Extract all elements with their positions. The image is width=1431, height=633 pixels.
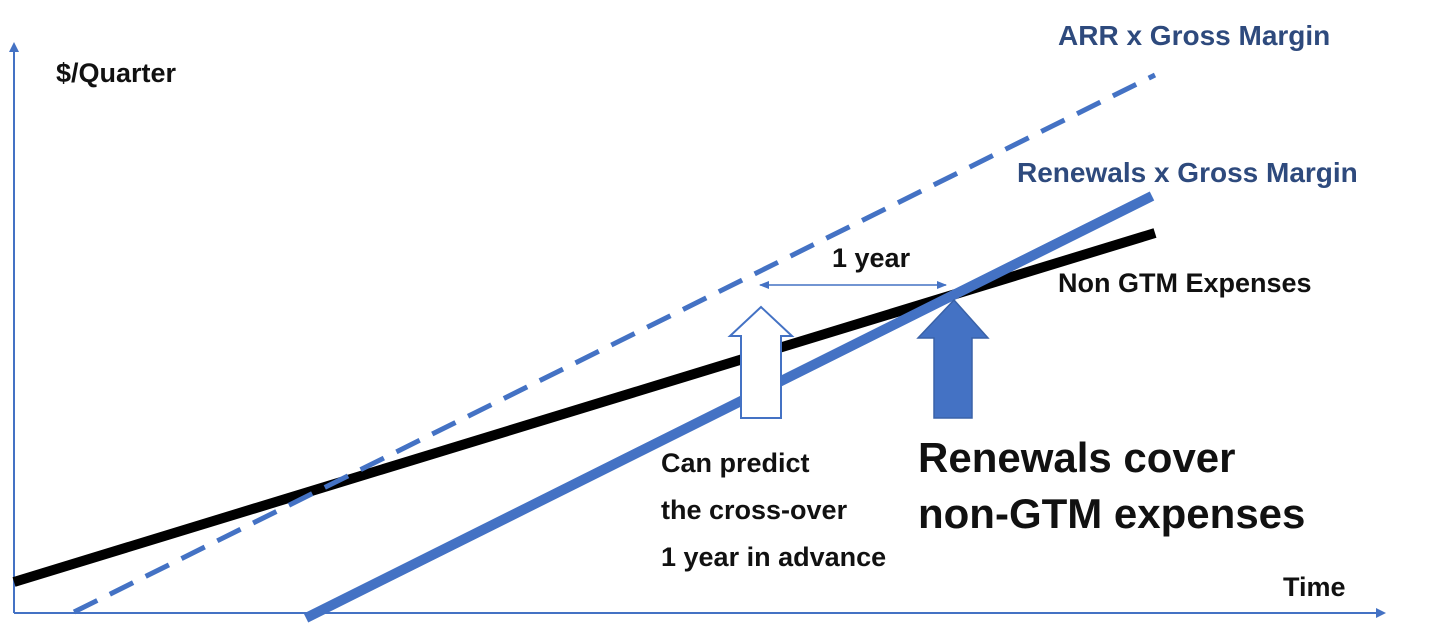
renewals-gross-margin-line (303, 191, 1155, 623)
arr-gross-margin-line (72, 72, 1157, 615)
predict-annotation: Can predict the cross-over 1 year in adv… (661, 440, 886, 581)
predict-up-arrow (727, 305, 795, 419)
cover-line-2: non-GTM expenses (918, 490, 1306, 537)
non-gtm-expenses-label: Non GTM Expenses (1058, 268, 1312, 298)
predict-line-3: 1 year in advance (661, 542, 887, 572)
predict-line-1: Can predict (661, 448, 810, 478)
y-axis-label: $/Quarter (56, 58, 177, 88)
renewals-gross-margin-label: Renewals x Gross Margin (1017, 157, 1358, 188)
crossover-up-arrow (916, 298, 990, 419)
cover-annotation: Renewals cover non-GTM expenses (918, 430, 1305, 542)
x-axis-label: Time (1283, 572, 1346, 602)
one-year-label: 1 year (832, 243, 911, 273)
arr-gross-margin-label: ARR x Gross Margin (1058, 20, 1331, 51)
cover-line-1: Renewals cover (918, 434, 1236, 481)
predict-line-2: the cross-over (661, 495, 848, 525)
